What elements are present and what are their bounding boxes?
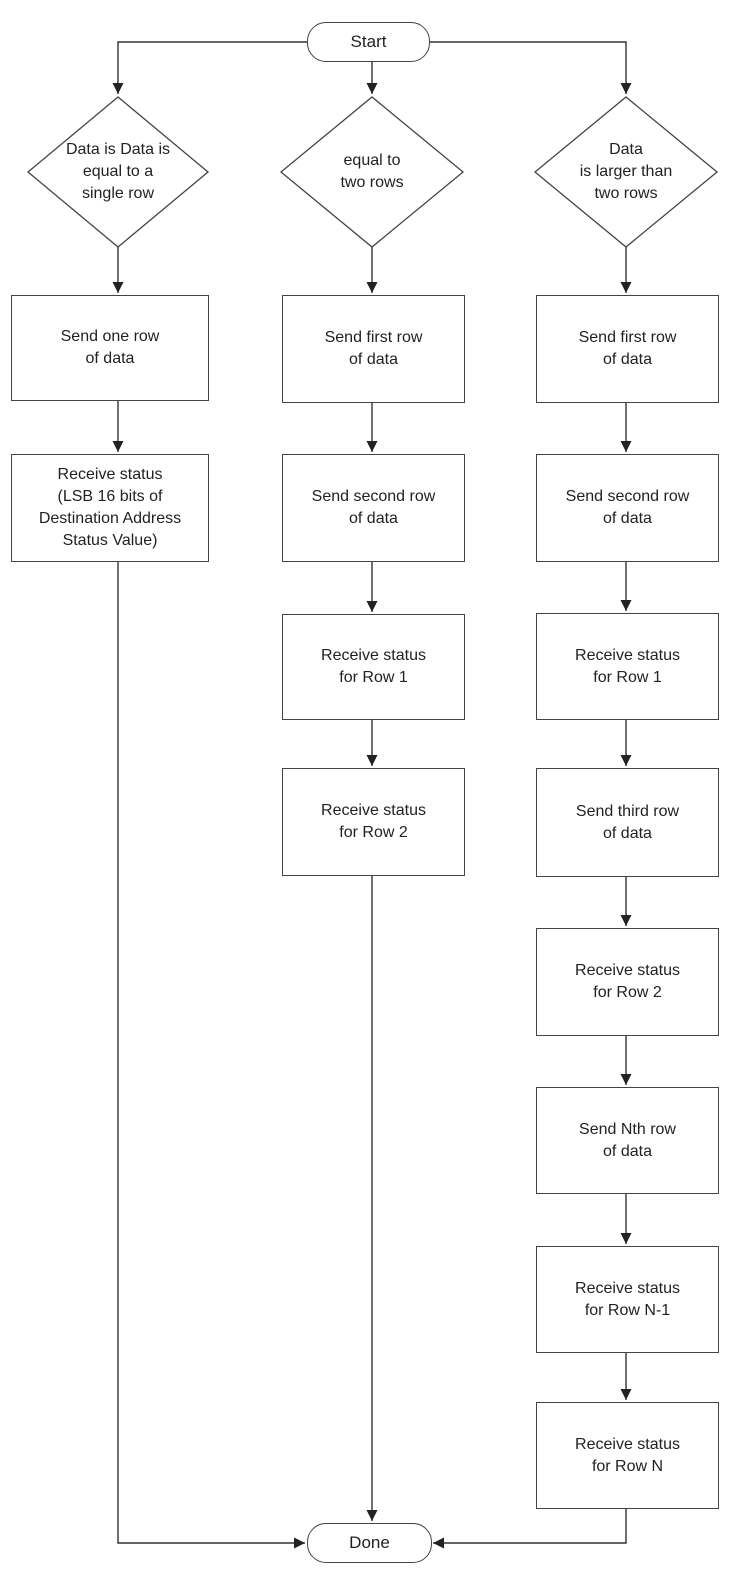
process-label: Receive status for Row 2 (575, 962, 680, 1001)
process-label: Send third row of data (575, 802, 680, 842)
connector-left-done (117, 562, 305, 1549)
process-label: Send first row of data (324, 329, 423, 368)
decision-larger-label: Data is larger than two rows (579, 141, 673, 202)
process-label: Receive status for Row 1 (575, 646, 680, 686)
right-receive-status-row-n-box: Receive status for Row N (536, 1402, 719, 1509)
process-label: Send Nth row of data (579, 1120, 676, 1160)
right-send-second-row-box: Send second row of data (536, 454, 719, 562)
done-terminal: Done (307, 1523, 432, 1563)
process-label: Receive status (LSB 16 bits of Destinati… (38, 466, 182, 549)
right-receive-status-row1-box: Receive status for Row 1 (536, 613, 719, 720)
decision-two-rows: equal to two rows (281, 110, 463, 234)
right-send-nth-row-box: Send Nth row of data (536, 1087, 719, 1194)
connector-start-right (430, 41, 632, 94)
middle-send-second-row-box: Send second row of data (282, 454, 465, 562)
done-label: Done (349, 1533, 390, 1552)
process-label: Receive status for Row N (575, 1435, 680, 1475)
process-label: Receive status for Row 2 (321, 802, 426, 841)
right-receive-status-row2-box: Receive status for Row 2 (536, 928, 719, 1036)
connector-right-done (433, 1509, 627, 1549)
process-label: Send one row of data (60, 328, 160, 367)
middle-receive-status-row2-box: Receive status for Row 2 (282, 768, 465, 876)
process-label: Send first row of data (578, 329, 677, 368)
decision-single-row-label: Data is Data is equal to a single row (65, 141, 171, 202)
start-terminal: Start (307, 22, 430, 62)
right-receive-status-row-n-minus-1-box: Receive status for Row N-1 (536, 1246, 719, 1353)
left-receive-status-box: Receive status (LSB 16 bits of Destinati… (11, 454, 209, 562)
decision-larger-than-two-rows: Data is larger than two rows (535, 110, 717, 234)
process-label: Receive status for Row 1 (321, 647, 426, 686)
left-send-one-row-box: Send one row of data (11, 295, 209, 401)
right-send-third-row-box: Send third row of data (536, 768, 719, 877)
middle-receive-status-row1-box: Receive status for Row 1 (282, 614, 465, 720)
right-send-first-row-box: Send first row of data (536, 295, 719, 403)
decision-two-rows-label: equal to two rows (340, 152, 404, 191)
middle-send-first-row-box: Send first row of data (282, 295, 465, 403)
process-label: Receive status for Row N-1 (575, 1279, 680, 1319)
connector-start-left (112, 41, 307, 94)
process-label: Send second row of data (311, 488, 436, 527)
process-label: Send second row of data (565, 488, 690, 527)
decision-single-row: Data is Data is equal to a single row (28, 110, 208, 234)
start-label: Start (350, 32, 387, 51)
